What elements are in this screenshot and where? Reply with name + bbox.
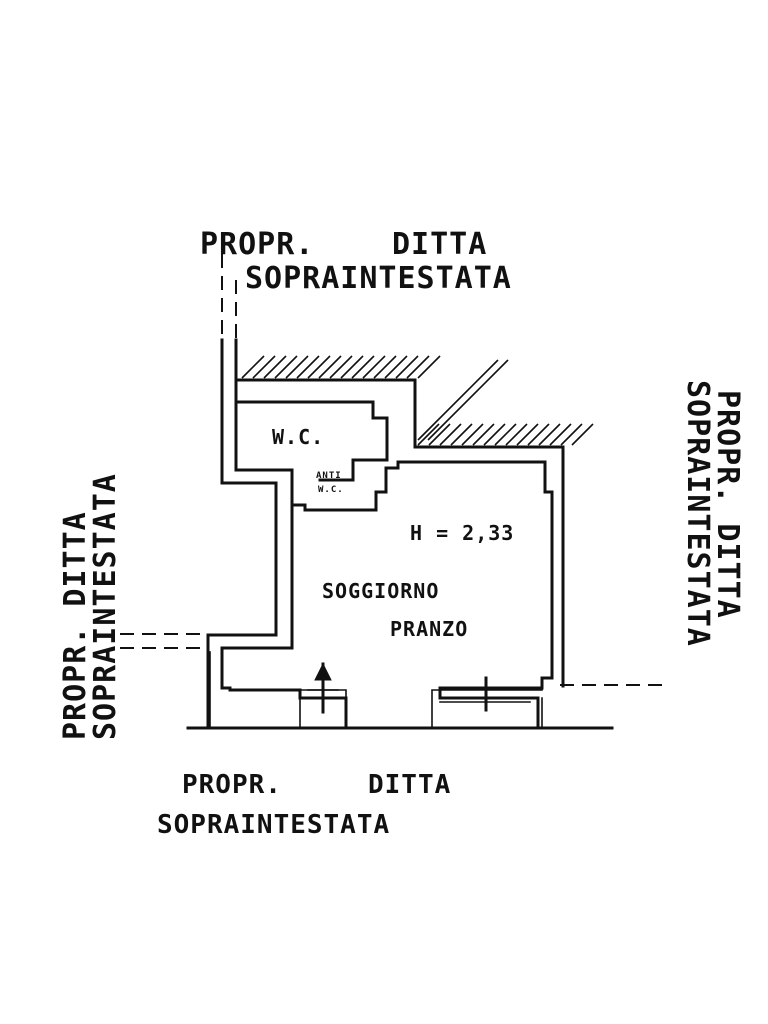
hatch-line-right-6	[483, 423, 506, 446]
hatch-line-right-14	[571, 423, 594, 446]
dining-label: PRANZO	[390, 617, 468, 641]
hatch-line-top-13	[384, 355, 408, 379]
hatch-line-top-9	[340, 355, 364, 379]
wall-hatching-step	[417, 359, 509, 441]
neighbour-label-right: PROPR. DITTA SOPRAINTESTATA	[680, 380, 745, 647]
hatch-line-right-7	[494, 423, 517, 446]
right-label-line2: SOPRAINTESTATA	[680, 380, 715, 647]
neighbour-label-left: PROPR. DITTA SOPRAINTESTATA	[58, 473, 123, 740]
hatch-line-top-2	[263, 355, 287, 379]
hatch-line-top-11	[362, 355, 386, 379]
top-label-propr: PROPR.	[200, 227, 314, 262]
hatch-line-top-15	[406, 355, 430, 379]
hatch-line-top-5	[296, 355, 320, 379]
anti-wc-wall	[290, 466, 400, 512]
living-wall	[396, 460, 554, 730]
hatch-line-right-3	[450, 423, 473, 446]
hatch-line-top-1	[252, 355, 276, 379]
right-label-line1: PROPR. DITTA	[710, 390, 745, 619]
wall-hatching-right	[417, 423, 594, 446]
left-label-line1: PROPR. DITTA	[58, 511, 93, 740]
hatch-line-top-10	[351, 355, 375, 379]
hatch-line-right-4	[461, 423, 484, 446]
anti-wc-label-1: ANTI	[316, 471, 342, 481]
hatch-line-top-6	[307, 355, 331, 379]
outer-wall-inner-upper	[234, 338, 565, 688]
outer-walls	[206, 338, 565, 730]
neighbour-label-top: PROPR. DITTA SOPRAINTESTATA	[200, 227, 512, 296]
hatch-line-top-14	[395, 355, 419, 379]
hatch-line-right-10	[527, 423, 550, 446]
boundary-lines	[120, 232, 665, 686]
hatch-line-top-8	[329, 355, 353, 379]
room-labels: W.C. ANTI W.C. H = 2,33 SOGGIORNO PRANZO	[272, 425, 514, 641]
hatch-line-right-13	[560, 423, 583, 446]
hatch-line-top-7	[318, 355, 342, 379]
wc-label: W.C.	[272, 425, 324, 449]
ceiling-height-label: H = 2,33	[410, 521, 514, 545]
neighbour-label-bottom: PROPR. DITTA SOPRAINTESTATA	[157, 770, 451, 840]
room-walls	[186, 400, 614, 730]
living-wall-left	[220, 686, 348, 730]
hatch-line-right-0	[417, 423, 440, 446]
left-label-line2: SOPRAINTESTATA	[88, 473, 123, 740]
hatch-line-top-12	[373, 355, 397, 379]
outer-wall-inner-lower	[220, 378, 294, 690]
wc-wall	[234, 400, 389, 482]
hatch-line-right-8	[505, 423, 528, 446]
hatch-line-right-2	[439, 423, 462, 446]
outer-wall-outline	[206, 338, 278, 730]
bottom-label-soprainestata: SOPRAINTESTATA	[157, 810, 390, 840]
hatch-line-top-0	[241, 355, 265, 379]
hatch-line-top-4	[285, 355, 309, 379]
living-room-label: SOGGIORNO	[322, 579, 439, 603]
hatch-line-top-16	[417, 355, 441, 379]
arrow-up-icon	[314, 662, 332, 681]
hatch-line-step-0	[417, 359, 499, 441]
hatch-line-step-1	[427, 359, 509, 441]
hatch-line-right-1	[428, 423, 451, 446]
bottom-label-ditta: DITTA	[368, 770, 451, 800]
hatch-line-right-12	[549, 423, 572, 446]
hatch-line-right-11	[538, 423, 561, 446]
hatch-line-right-9	[516, 423, 539, 446]
bottom-label-propr: PROPR.	[182, 770, 282, 800]
hatch-line-right-5	[472, 423, 495, 446]
wall-hatching-top	[241, 355, 441, 379]
top-label-ditta: DITTA	[392, 227, 487, 262]
entrance-markers	[307, 662, 488, 714]
hatch-line-top-3	[274, 355, 298, 379]
top-label-soprainestata: SOPRAINTESTATA	[245, 261, 512, 296]
anti-wc-label-2: W.C.	[318, 485, 344, 495]
